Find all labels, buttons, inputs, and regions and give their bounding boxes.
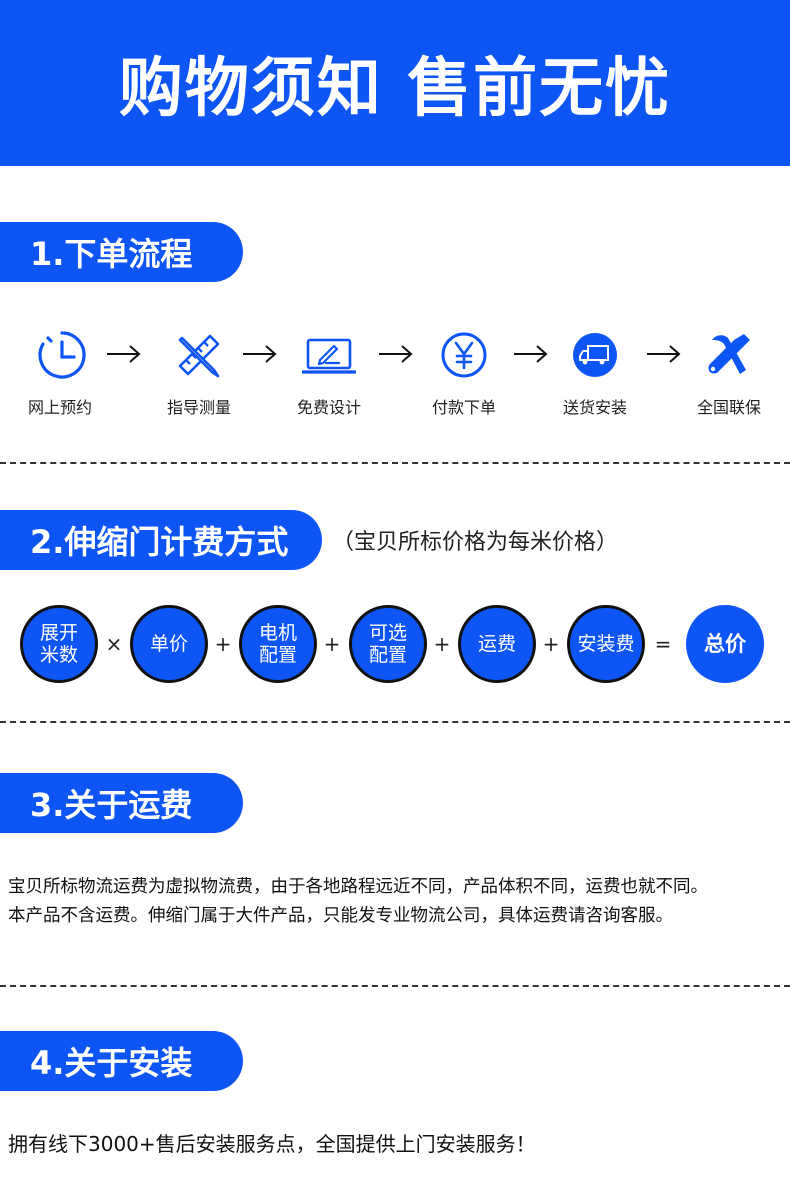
ruler-pencil-icon bbox=[178, 334, 220, 378]
arrow-right-icon bbox=[107, 345, 141, 363]
divider bbox=[0, 721, 790, 723]
arrow-right-icon bbox=[647, 345, 681, 363]
pricing-formula: 展开米数 × 单价 + 电机配置 + 可选配置 + 运费 + 安装费 = 总价 bbox=[0, 605, 790, 685]
step-label-3: 免费设计 bbox=[296, 398, 361, 417]
divider bbox=[0, 985, 790, 987]
term-install: 安装费 bbox=[567, 605, 645, 683]
operator-multiply: × bbox=[105, 632, 123, 656]
term-total: 总价 bbox=[686, 605, 764, 683]
section1-title: 1.下单流程 bbox=[0, 222, 243, 282]
step-label-2: 指导测量 bbox=[166, 398, 231, 417]
divider bbox=[0, 462, 790, 464]
section2-title: 2.伸缩门计费方式 bbox=[0, 510, 322, 570]
arrow-right-icon bbox=[379, 345, 413, 363]
yen-coin-icon bbox=[441, 332, 487, 378]
delivery-truck-icon bbox=[573, 333, 617, 377]
operator-plus: + bbox=[433, 632, 451, 656]
top-banner: 购物须知 售前无忧 bbox=[0, 0, 790, 166]
operator-plus: + bbox=[323, 632, 341, 656]
section4-title: 4.关于安装 bbox=[0, 1031, 243, 1091]
shipping-text-line2: 本产品不含运费。伸缩门属于大件产品，只能发专业物流公司，具体运费请咨询客服。 bbox=[8, 906, 673, 926]
order-process-steps: 网上预约 指导测量 免费设计 付款下单 送货安装 bbox=[0, 330, 790, 420]
banner-title: 购物须知 售前无忧 bbox=[118, 52, 672, 126]
term-unit-price: 单价 bbox=[130, 605, 208, 683]
term-length: 展开米数 bbox=[20, 605, 98, 683]
laptop-design-icon bbox=[302, 338, 356, 374]
arrow-right-icon bbox=[514, 345, 548, 363]
term-motor: 电机配置 bbox=[239, 605, 317, 683]
arrow-right-icon bbox=[243, 345, 277, 363]
section3-title: 3.关于运费 bbox=[0, 773, 243, 833]
section2-note: （宝贝所标价格为每米价格） bbox=[332, 530, 619, 555]
step-label-4: 付款下单 bbox=[431, 398, 496, 417]
step-label-5: 送货安装 bbox=[562, 398, 627, 417]
shipping-text-line1: 宝贝所标物流运费为虚拟物流费，由于各地路程远近不同，产品体积不同，运费也就不同。 bbox=[8, 877, 708, 897]
operator-plus: + bbox=[542, 632, 560, 656]
operator-plus: + bbox=[214, 632, 232, 656]
term-optional: 可选配置 bbox=[349, 605, 427, 683]
term-shipping: 运费 bbox=[458, 605, 536, 683]
step-label-6: 全国联保 bbox=[696, 398, 761, 417]
operator-equals: = bbox=[654, 632, 672, 656]
install-text: 拥有线下3000+售后安装服务点，全国提供上门安装服务！ bbox=[8, 1132, 536, 1156]
clock-icon bbox=[38, 331, 86, 379]
step-label-1: 网上预约 bbox=[27, 398, 92, 417]
tools-icon bbox=[708, 334, 750, 374]
